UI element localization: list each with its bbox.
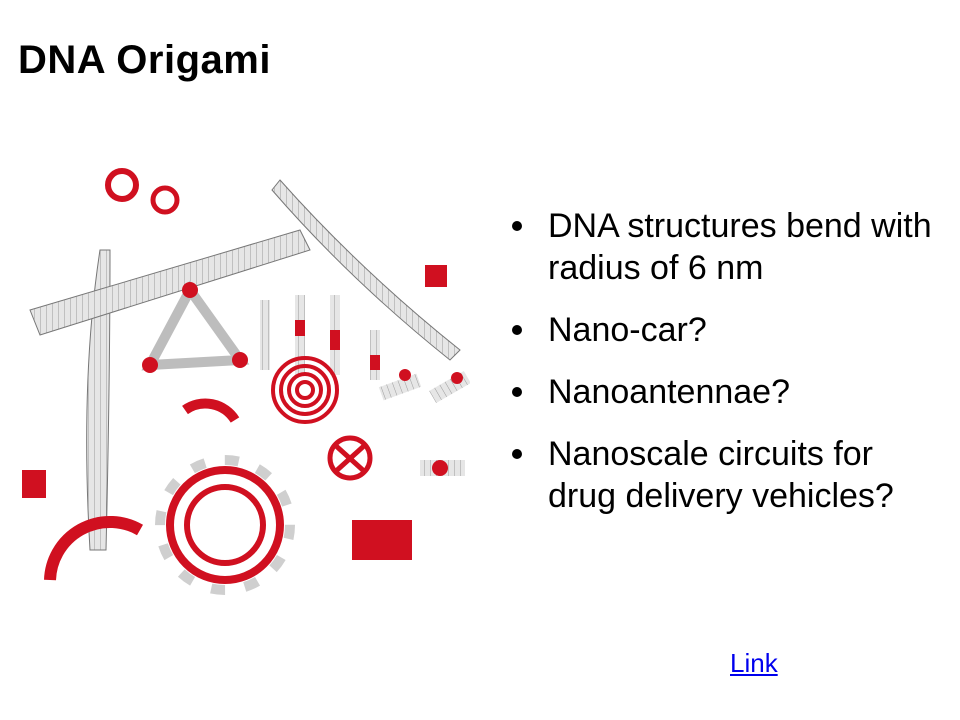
bullet-item: Nano-car? — [510, 309, 940, 351]
bullet-dot-icon — [512, 449, 522, 459]
bullet-list: DNA structures bend with radius of 6 nm … — [510, 205, 940, 537]
link[interactable]: Link — [730, 648, 778, 678]
red-bundle-shape — [352, 520, 412, 560]
bent-rod-shape — [44, 515, 143, 581]
red-block-shape — [22, 470, 46, 498]
slide-title: DNA Origami — [18, 38, 271, 82]
twisted-rod-right-shape — [271, 179, 461, 361]
bullet-dot-icon — [512, 221, 522, 231]
triangle-shape — [141, 280, 250, 371]
rods-group — [260, 295, 380, 380]
beam-shape — [29, 229, 311, 336]
spiral-shape — [271, 356, 339, 424]
large-rings-group — [155, 455, 295, 595]
bullet-item: Nanoscale circuits for drug delivery veh… — [510, 433, 940, 517]
arc-shape — [182, 398, 240, 423]
bullet-item: DNA structures bend with radius of 6 nm — [510, 205, 940, 289]
hinge-pieces-group — [378, 369, 470, 476]
dna-origami-structures-icon — [22, 168, 470, 595]
bullet-item: Nanoantennae? — [510, 371, 940, 413]
bullet-dot-icon — [512, 325, 522, 335]
ring-shape — [105, 168, 139, 202]
twisted-rod-shape — [86, 249, 111, 551]
cage-sphere-shape — [327, 435, 373, 481]
bullet-dot-icon — [512, 387, 522, 397]
